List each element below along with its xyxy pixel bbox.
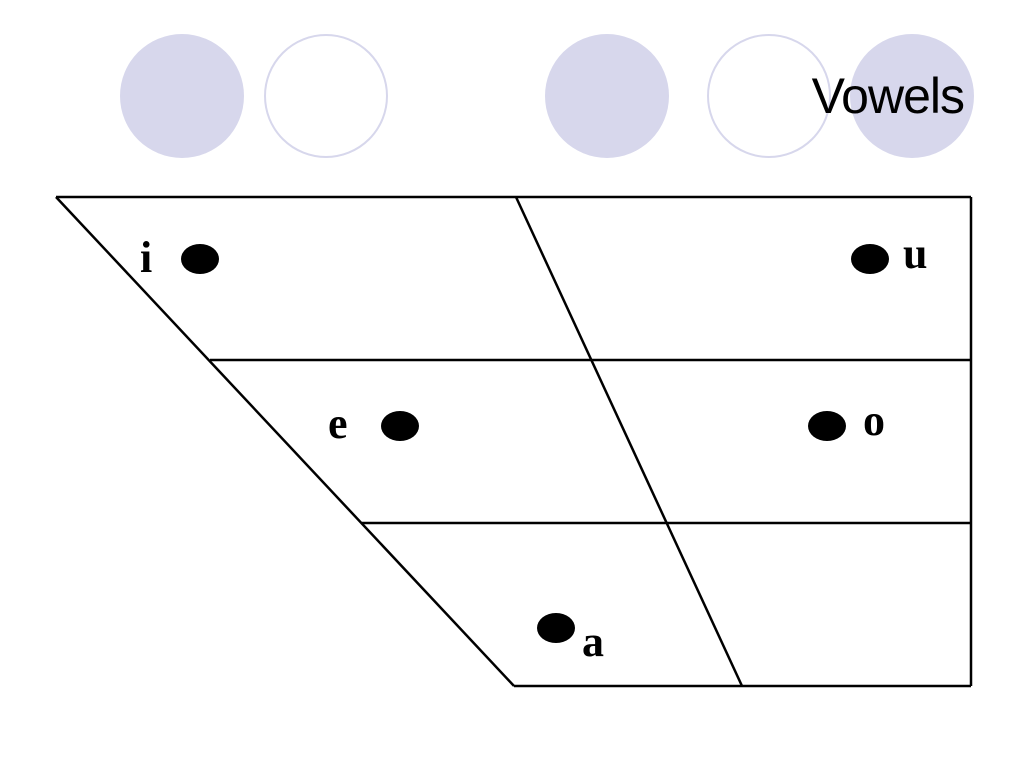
vowel-label-u: u [903,229,927,278]
decorative-circle-outline [707,34,831,158]
vowel-chart-grid [55,195,973,688]
vowel-label-e: e [328,399,348,448]
chart-front-edge [55,196,515,687]
chart-central-divider [514,196,744,687]
decorative-circle-filled [120,34,244,158]
vowel-dot [808,411,846,441]
decorative-circle-filled [850,34,974,158]
decorative-circle-filled [545,34,669,158]
vowel-dot [181,244,219,274]
vowel-dot [537,613,575,643]
vowel-dot [381,411,419,441]
slide-title: Vowels [811,68,965,124]
vowel-label-o: o [863,396,885,445]
decorative-circle-outline [264,34,388,158]
vowel-label-a: a [582,617,604,666]
vowel-label-i: i [140,233,152,282]
vowel-dot [851,244,889,274]
